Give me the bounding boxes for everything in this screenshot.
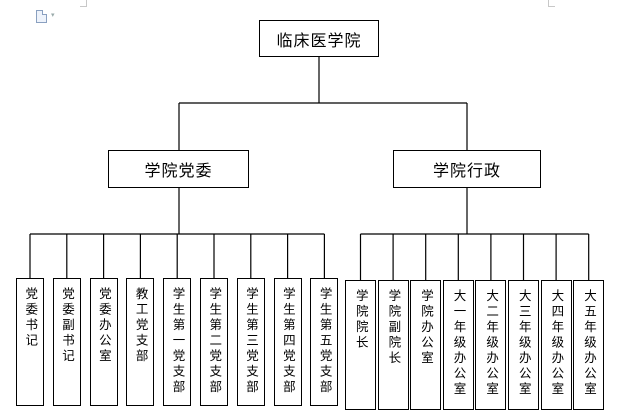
- node-label: 大四年级办公室: [549, 289, 565, 398]
- document-icon[interactable]: [36, 10, 47, 23]
- org-node-leaf: 学生第二党支部: [200, 278, 228, 406]
- node-label: 学院行政: [432, 161, 501, 180]
- org-node-leaf: 大三年级办公室: [508, 280, 539, 410]
- chevron-down-icon[interactable]: ▾: [51, 11, 55, 19]
- page-corner-mark: [548, 0, 555, 7]
- page-corner-mark: [80, 0, 87, 7]
- node-label: 大二年级办公室: [484, 289, 500, 398]
- org-node-root: 临床医学院: [259, 20, 379, 57]
- org-node-branch-party: 学院党委: [108, 150, 249, 188]
- org-node-leaf: 学生第三党支部: [236, 278, 265, 406]
- org-node-leaf: 学院副院长: [377, 280, 409, 410]
- node-label: 学生第四党支部: [280, 287, 296, 396]
- org-node-leaf: 大二年级办公室: [475, 280, 507, 410]
- org-node-leaf: 大五年级办公室: [573, 280, 605, 410]
- node-label: 学院副院长: [386, 289, 402, 367]
- node-label: 学院院长: [353, 289, 369, 351]
- node-label: 学院党委: [144, 161, 213, 180]
- node-label: 学生第二党支部: [207, 287, 223, 396]
- node-label: 学生第五党支部: [317, 287, 333, 396]
- node-label: 大五年级办公室: [581, 289, 597, 398]
- node-label: 教工党支部: [133, 287, 149, 365]
- org-node-leaf: 学生第五党支部: [310, 278, 339, 406]
- org-node-leaf: 学院院长: [345, 280, 376, 410]
- org-node-leaf: 大一年级办公室: [442, 280, 474, 410]
- org-node-leaf: 学院办公室: [410, 280, 442, 410]
- org-node-leaf: 教工党支部: [126, 278, 155, 406]
- org-node-leaf: 学生第一党支部: [163, 278, 192, 406]
- org-node-leaf: 党委副书记: [52, 278, 81, 406]
- node-label: 党委书记: [23, 287, 39, 349]
- node-label: 学生第三党支部: [244, 287, 260, 396]
- node-label: 学院办公室: [418, 289, 434, 367]
- org-node-branch-admin: 学院行政: [393, 150, 541, 188]
- node-label: 党委办公室: [96, 287, 112, 365]
- org-node-leaf: 学生第四党支部: [273, 278, 302, 406]
- node-label: 大三年级办公室: [516, 289, 532, 398]
- org-node-leaf: 党委书记: [16, 278, 44, 406]
- org-node-leaf: 党委办公室: [89, 278, 118, 406]
- org-node-leaf: 大四年级办公室: [540, 280, 572, 410]
- node-label: 大一年级办公室: [451, 289, 467, 398]
- node-label: 党委副书记: [60, 287, 76, 365]
- node-label: 学生第一党支部: [170, 287, 186, 396]
- node-label: 临床医学院: [276, 30, 362, 50]
